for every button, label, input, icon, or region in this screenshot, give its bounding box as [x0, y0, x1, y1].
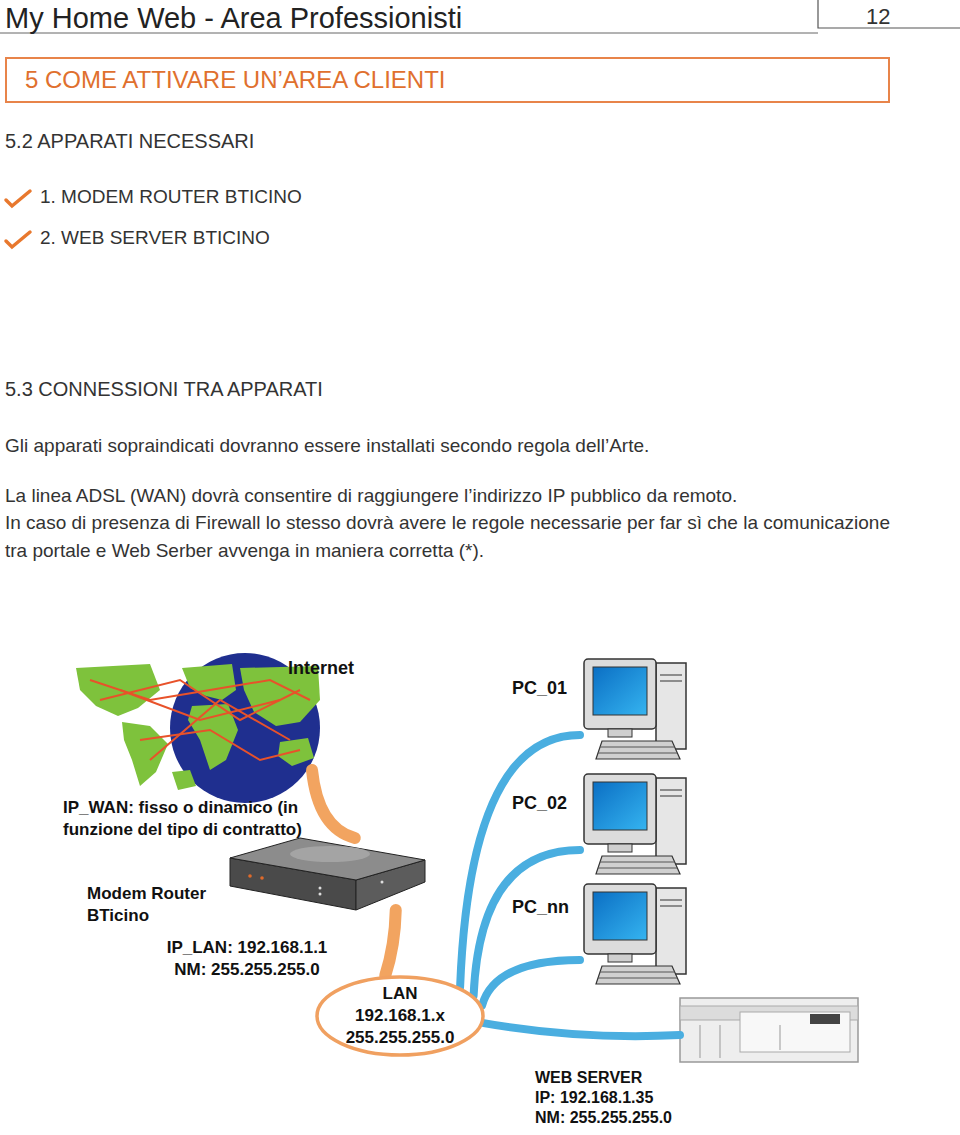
subsection-heading: 5.3 CONNESSIONI TRA APPARATI: [5, 378, 323, 401]
node-label: 255.255.255.0: [346, 1027, 455, 1049]
body-text: In caso di presenza di Firewall lo stess…: [5, 509, 890, 565]
device-node: Internet: [60, 655, 360, 770]
network-cable: [312, 770, 355, 838]
node-label: PC_02: [512, 793, 567, 814]
device-node: WEB SERVERIP: 192.168.1.35NM: 255.255.25…: [680, 998, 858, 1062]
node-label: PC_01: [512, 678, 567, 699]
globe-illustration: [76, 653, 320, 803]
node-label: Modem Router BTicino: [87, 883, 227, 927]
network-cable: [385, 910, 396, 976]
node-label: 192.168.1.x: [355, 1005, 445, 1027]
subsection-heading: 5.2 APPARATI NECESSARI: [5, 130, 254, 153]
device-node: PC_01: [580, 655, 690, 763]
node-label: 5 COME ATTIVARE UN’AREA CLIENTI: [25, 66, 446, 94]
device-node: PC_nn: [580, 880, 690, 988]
node-label: IP_LAN: 192.168.1.1 NM: 255.255.255.0: [152, 937, 342, 981]
network-cable: [482, 960, 580, 1005]
node-label: WEB SERVER: [535, 1068, 642, 1088]
pc-illustrations: [584, 659, 686, 984]
check-bullets: [6, 191, 30, 247]
body-text: Gli apparati sopraindicati dovranno esse…: [5, 433, 890, 459]
network-cable: [484, 1023, 680, 1036]
device-node: IP_WAN: fisso o dinamico (in funzione de…: [230, 838, 425, 910]
section-box: 5 COME ATTIVARE UN’AREA CLIENTI: [5, 57, 890, 103]
list-item: 2. WEB SERVER BTICINO: [40, 227, 270, 249]
web-server-illustration: [680, 998, 858, 1062]
node-label: IP_WAN: fisso o dinamico (in funzione de…: [63, 797, 325, 841]
page-number: 12: [866, 4, 890, 30]
modem-router-illustration: [230, 838, 425, 910]
node-label: LAN: [383, 983, 418, 1005]
network-cable: [474, 850, 580, 996]
node-label: Internet: [288, 658, 354, 679]
node-label: NM: 255.255.255.0: [535, 1108, 672, 1128]
lan-ellipse: LAN192.168.1.x255.255.255.0: [315, 975, 485, 1057]
device-node: PC_02: [580, 770, 690, 878]
page-header: My Home Web - Area Professionisti: [5, 2, 462, 35]
node-label: IP: 192.168.1.35: [535, 1088, 653, 1108]
body-text: La linea ADSL (WAN) dovrà consentire di …: [5, 483, 890, 509]
ellipse-shape: [317, 977, 483, 1055]
list-item: 1. MODEM ROUTER BTICINO: [40, 186, 302, 208]
node-label: PC_nn: [512, 897, 569, 918]
